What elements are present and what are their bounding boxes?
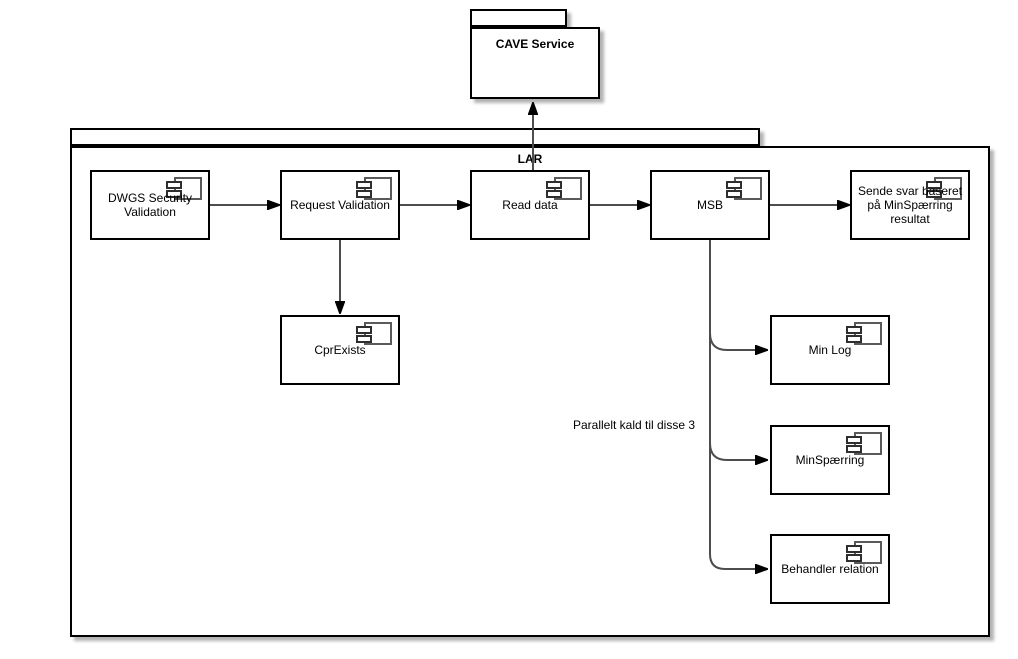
component-read-data: Read data (470, 170, 590, 240)
component-msb: MSB (650, 170, 770, 240)
component-label: CprExists (314, 343, 366, 357)
lar-package-label: LAR (517, 152, 543, 166)
component-icon (846, 322, 882, 345)
component-icon (726, 177, 762, 200)
lar-package-tab (70, 128, 760, 146)
component-icon (546, 177, 582, 200)
component-icon (926, 177, 962, 200)
component-label: MSB (696, 198, 723, 212)
cave-service-package (470, 27, 600, 99)
component-icon (846, 432, 882, 455)
component-behandler-relation: Behandler relation (770, 534, 890, 604)
component-icon (846, 541, 882, 564)
component-label: Request Validation (290, 198, 390, 212)
cave-service-package-tab (470, 9, 567, 27)
component-min-spaerring: MinSpærring (770, 425, 890, 495)
component-sende-svar: Sende svar baseret på MinSpærring result… (850, 170, 970, 240)
component-request-validation: Request Validation (280, 170, 400, 240)
parallel-call-note: Parallelt kald til disse 3 (572, 418, 696, 432)
component-dwgs-security-validation: DWGS Security Validation (90, 170, 210, 240)
component-icon (166, 177, 202, 200)
component-cpr-exists: CprExists (280, 315, 400, 385)
component-label: Behandler relation (781, 562, 879, 576)
component-label: Sende svar baseret på MinSpærring result… (857, 184, 963, 226)
component-label: Read data (502, 198, 558, 212)
component-label: DWGS Security Validation (107, 191, 192, 219)
component-icon (356, 322, 392, 345)
component-icon (356, 177, 392, 200)
component-label: Min Log (808, 343, 852, 357)
cave-service-package-label: CAVE Service (495, 37, 575, 51)
component-min-log: Min Log (770, 315, 890, 385)
component-label: MinSpærring (795, 453, 865, 467)
